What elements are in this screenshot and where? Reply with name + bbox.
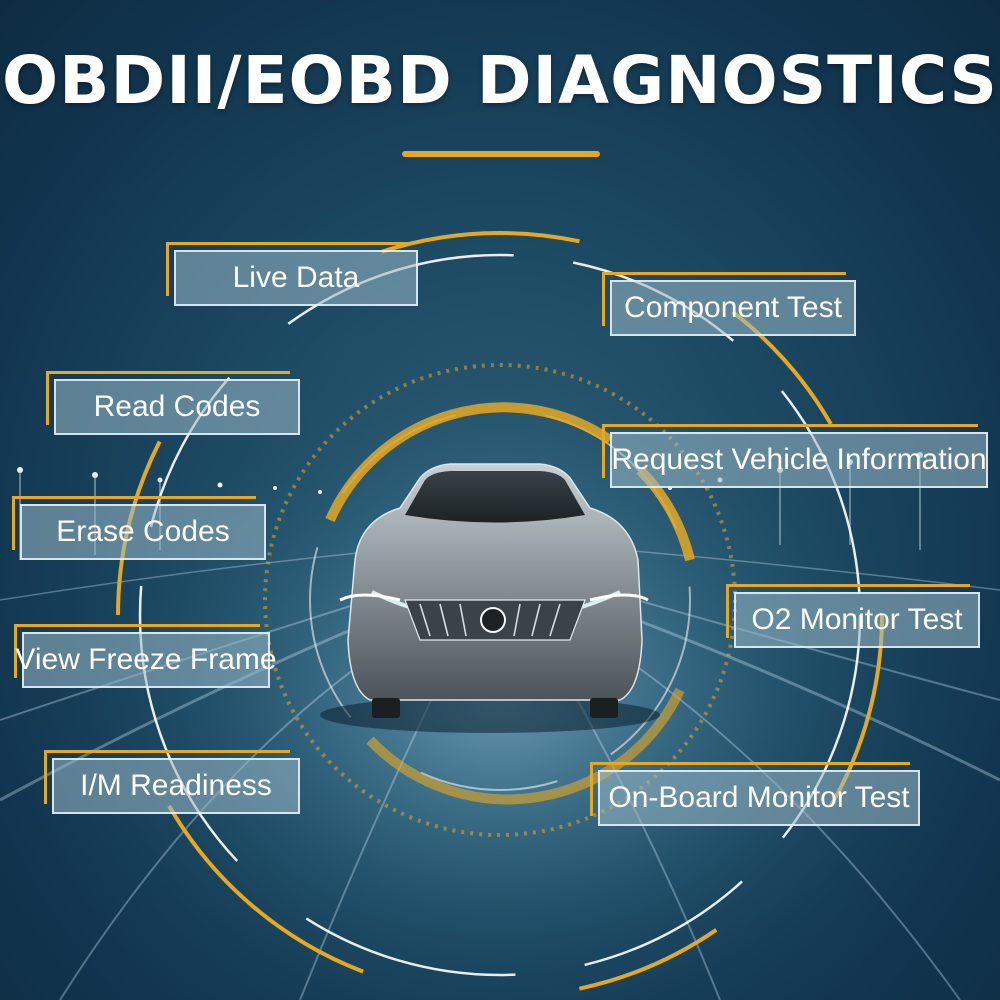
request-vehicle-information-text: Request Vehicle Information <box>611 443 987 476</box>
car-image <box>320 463 660 733</box>
live-data-text: Live Data <box>232 261 360 294</box>
page-title: OBDII/EOBD DIAGNOSTICS <box>2 42 998 119</box>
o2-monitor-test-text: O2 Monitor Test <box>751 603 963 636</box>
on-board-monitor-test-text: On-Board Monitor Test <box>608 781 910 814</box>
view-freeze-frame-text: View Freeze Frame <box>15 643 277 676</box>
im-readiness-label: I/M Readiness <box>44 750 300 814</box>
component-test-text: Component Test <box>624 291 842 324</box>
view-freeze-frame-label: View Freeze Frame <box>14 624 277 688</box>
read-codes-text: Read Codes <box>93 390 261 423</box>
read-codes-label: Read Codes <box>46 371 300 435</box>
title-underline <box>402 151 600 157</box>
im-readiness-text: I/M Readiness <box>80 769 272 802</box>
component-test-label: Component Test <box>602 272 856 336</box>
erase-codes-text: Erase Codes <box>56 515 230 548</box>
on-board-monitor-test-label: On-Board Monitor Test <box>590 762 920 826</box>
o2-monitor-test-label: O2 Monitor Test <box>726 584 980 648</box>
request-vehicle-information-label: Request Vehicle Information <box>602 424 988 488</box>
live-data-label: Live Data <box>166 242 418 306</box>
erase-codes-label: Erase Codes <box>12 496 266 560</box>
